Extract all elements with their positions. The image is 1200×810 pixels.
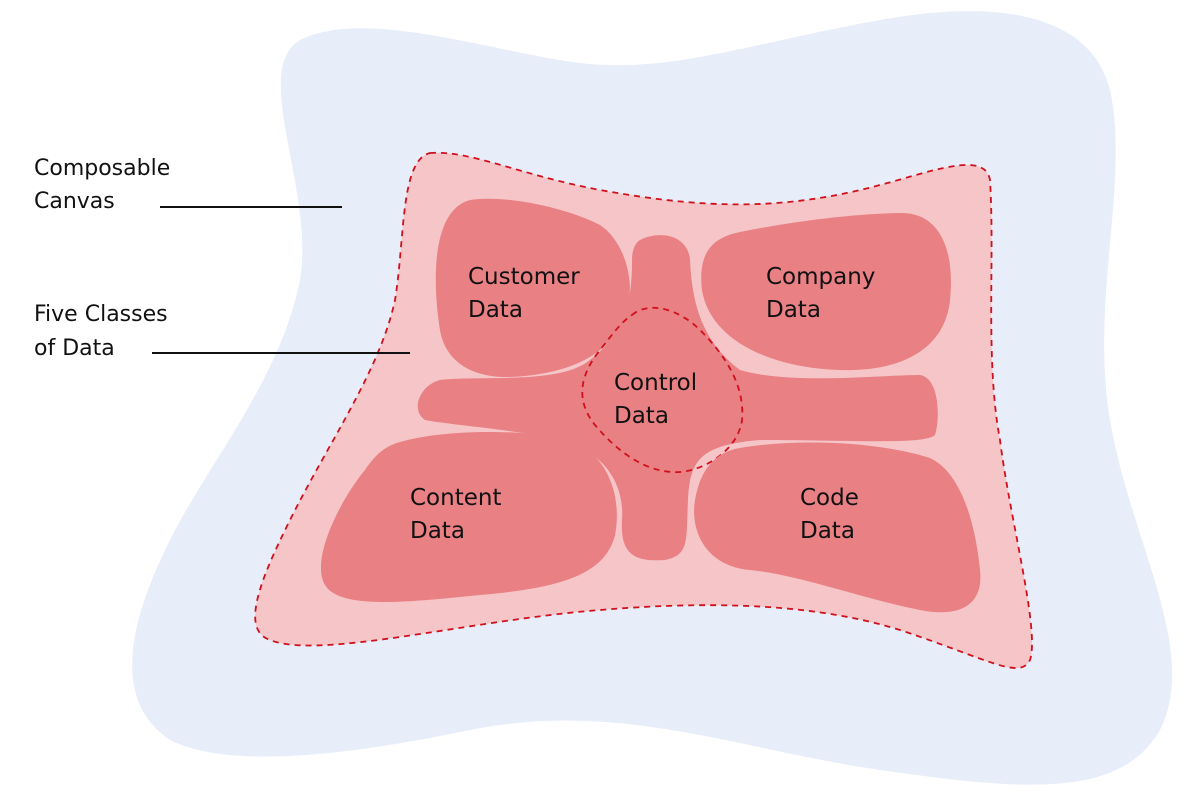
- classes-annotation-line2: of Data: [34, 336, 115, 361]
- code-data-label-line2: Data: [800, 518, 855, 544]
- control-data-label: Control Data: [614, 370, 704, 429]
- code-data-region: [694, 442, 981, 613]
- content-data-label-line2: Data: [410, 518, 465, 544]
- center-connector: [417, 235, 938, 561]
- company-data-label-line2: Data: [766, 297, 821, 323]
- control-data-label-line1: Control: [614, 370, 697, 396]
- company-data-region: [701, 212, 951, 371]
- customer-data-label-line2: Data: [468, 297, 523, 323]
- customer-data-label: Customer Data: [468, 264, 587, 323]
- customer-data-label-line1: Customer: [468, 264, 580, 290]
- canvas-annotation-line1: Composable: [34, 156, 170, 181]
- code-data-label-line1: Code: [800, 485, 859, 511]
- control-data-region: [581, 306, 744, 473]
- control-data-label-line2: Data: [614, 403, 669, 429]
- canvas-annotation-line2: Canvas: [34, 189, 115, 214]
- classes-annotation-line1: Five Classes: [34, 302, 168, 327]
- classes-annotation: Five Classes of Data: [34, 302, 175, 361]
- content-data-label-line1: Content: [410, 485, 501, 511]
- content-data-region: [320, 431, 617, 603]
- canvas-annotation: Composable Canvas: [34, 156, 177, 214]
- customer-data-region: [435, 198, 630, 378]
- company-data-label: Company Data: [766, 264, 883, 323]
- code-data-label: Code Data: [800, 485, 866, 544]
- company-data-label-line1: Company: [766, 264, 875, 290]
- content-data-label: Content Data: [410, 485, 509, 544]
